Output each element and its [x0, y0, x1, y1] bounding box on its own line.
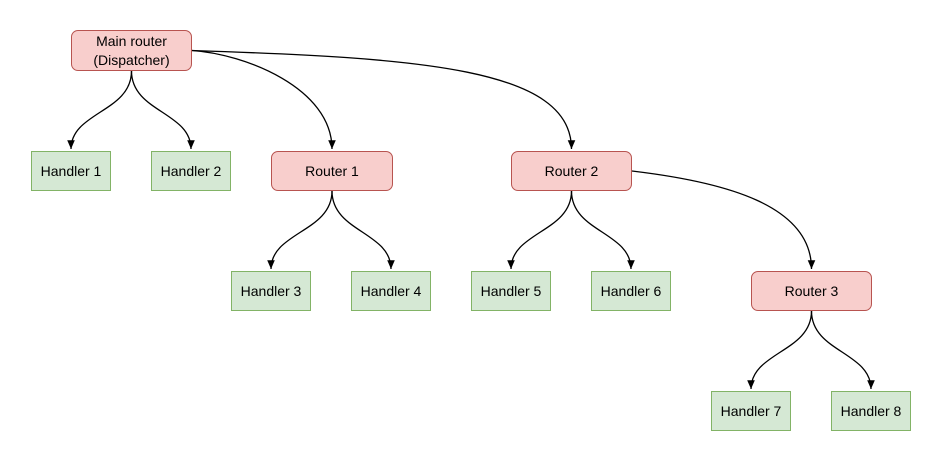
node-label: Handler 2	[160, 162, 222, 179]
edge-router-1-to-handler-4	[331, 190, 395, 270]
node-router-2: Router 2	[511, 151, 632, 191]
node-label: Handler 5	[480, 282, 542, 299]
node-label: Handler 7	[720, 402, 782, 419]
node-handler-7: Handler 7	[711, 391, 791, 431]
node-label: Handler 1	[40, 162, 102, 179]
edge-main-router-to-router-2	[191, 49, 576, 150]
node-label: Router 3	[784, 282, 839, 299]
node-label: Handler 3	[240, 282, 302, 299]
edge-router-2-to-handler-5	[507, 190, 573, 270]
node-router-3: Router 3	[751, 271, 872, 311]
node-label: Handler 8	[840, 402, 902, 419]
node-handler-4: Handler 4	[351, 271, 431, 311]
node-handler-8: Handler 8	[831, 391, 911, 431]
edge-main-router-to-router-1	[191, 49, 336, 150]
node-label: Handler 4	[360, 282, 422, 299]
node-label: Router 1	[305, 162, 359, 179]
edge-router-2-to-router-3	[631, 170, 816, 270]
edge-main-router-to-handler-2	[130, 70, 195, 150]
edge-router-2-to-handler-6	[570, 190, 635, 270]
node-handler-5: Handler 5	[471, 271, 551, 311]
node-handler-6: Handler 6	[591, 271, 671, 311]
edge-router-3-to-handler-8	[810, 310, 875, 390]
node-router-1: Router 1	[271, 151, 393, 191]
node-handler-1: Handler 1	[31, 151, 111, 191]
edge-main-router-to-handler-1	[67, 70, 133, 150]
edge-router-3-to-handler-7	[747, 310, 813, 390]
node-handler-3: Handler 3	[231, 271, 311, 311]
node-label: Main router (Dispatcher)	[93, 32, 170, 68]
node-label: Handler 6	[600, 282, 662, 299]
node-main-router: Main router (Dispatcher)	[71, 30, 192, 71]
node-label: Router 2	[544, 162, 599, 179]
edge-router-1-to-handler-3	[267, 190, 333, 270]
node-handler-2: Handler 2	[151, 151, 231, 191]
